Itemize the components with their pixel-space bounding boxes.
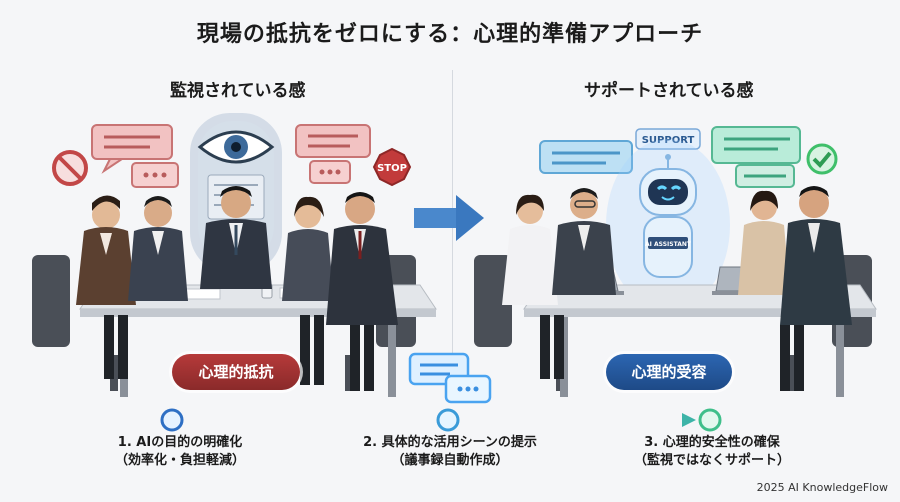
step-3-detail: （監視ではなくサポート） — [633, 453, 790, 468]
person-icon — [76, 195, 136, 305]
speech-bubble-icon — [131, 162, 179, 188]
legs — [104, 315, 374, 391]
acceptance-label: 心理的受容 — [606, 354, 732, 390]
person-icon — [282, 196, 334, 301]
step-2-detail: （議事録自動作成） — [391, 453, 509, 468]
step-2: 2. 具体的な活用シーンの提示 （議事録自動作成） — [350, 434, 550, 470]
right-heading: サポートされている感 — [584, 81, 754, 101]
speech-bubble-icon — [295, 124, 371, 184]
person-icon — [552, 188, 616, 295]
stop-sign-icon: STOP — [372, 147, 412, 187]
speech-bubble-icon — [539, 140, 633, 174]
meeting-scene-illustration: STOP — [32, 113, 877, 397]
step-1-title: 1. AIの目的の明確化 — [117, 435, 243, 450]
person-icon — [502, 194, 558, 305]
check-icon — [806, 143, 838, 175]
person-icon — [128, 196, 188, 301]
ai-robot-icon: AI ASSISTANT — [606, 139, 730, 311]
page-title: 現場の抵抗をゼロにする：心理的準備アプローチ — [196, 22, 704, 47]
left-heading: 監視されている感 — [170, 81, 306, 101]
timeline-node-3 — [698, 408, 722, 432]
stop-sign-text: STOP — [377, 163, 407, 174]
step-3: 3. 心理的安全性の確保 （監視ではなくサポート） — [612, 434, 812, 470]
speech-bubble-icon — [711, 126, 801, 188]
step-1-detail: （効率化・負担軽減） — [114, 453, 245, 468]
step-1: 1. AIの目的の明確化 （効率化・負担軽減） — [90, 434, 270, 470]
person-icon — [780, 186, 852, 325]
chat-bubbles-icon — [408, 352, 492, 404]
credit-text: 2025 AI KnowledgeFlow — [756, 481, 888, 494]
timeline-node-1 — [160, 408, 184, 432]
person-icon — [326, 192, 398, 325]
arrow-right-icon — [414, 195, 484, 241]
timeline — [160, 408, 722, 432]
prohibition-icon — [52, 150, 88, 186]
resistance-label: 心理的抵抗 — [172, 354, 300, 390]
person-icon — [200, 186, 272, 289]
center-divider — [452, 70, 453, 400]
person-icon — [738, 190, 790, 295]
step-3-title: 3. 心理的安全性の確保 — [644, 435, 780, 450]
legs — [540, 315, 804, 391]
step-2-title: 2. 具体的な活用シーンの提示 — [363, 435, 537, 450]
speech-bubble-icon — [91, 124, 173, 174]
support-badge-text: SUPPORT — [642, 135, 695, 146]
timeline-node-2 — [436, 408, 460, 432]
robot-badge-text: AI ASSISTANT — [645, 241, 692, 248]
support-badge: SUPPORT — [635, 128, 701, 150]
